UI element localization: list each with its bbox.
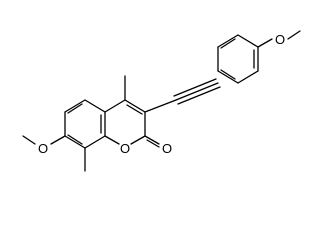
bond	[257, 38, 273, 48]
carbonyl-group: O	[144, 135, 172, 156]
bond	[84, 99, 106, 113]
double-bond-inner	[220, 69, 236, 80]
bond	[22, 135, 36, 145]
bond	[104, 135, 120, 145]
bond	[144, 99, 177, 113]
bond	[104, 99, 126, 113]
double-bond-inner	[67, 103, 83, 114]
oxygen-atom-label: O	[120, 141, 130, 156]
bond	[287, 30, 301, 40]
oxygen-atom-label: O	[162, 141, 172, 156]
double-bond-inner	[67, 134, 83, 145]
chemical-structure-diagram: O O O	[22, 30, 301, 172]
bond	[64, 99, 86, 113]
bond	[64, 135, 86, 149]
double-bond-outer	[146, 139, 160, 148]
bond	[50, 135, 66, 145]
bond	[124, 99, 146, 113]
bond	[237, 34, 259, 48]
bond	[84, 135, 106, 149]
oxygen-atom-label: O	[38, 141, 48, 156]
bond	[237, 70, 259, 84]
methoxyphenyl-ring	[217, 34, 259, 84]
pyranone-ring	[104, 99, 146, 145]
bond	[217, 34, 239, 48]
oxygen-atom-label: O	[275, 32, 285, 47]
methoxy-group-left: O	[22, 135, 66, 156]
methoxy-group-top: O	[257, 30, 301, 48]
double-bond-inner	[220, 38, 236, 49]
benzo-ring	[64, 99, 106, 149]
triple-bond-lower	[177, 86, 221, 105]
triple-bond-upper	[173, 78, 217, 97]
bond	[144, 135, 160, 145]
triple-bond-center	[175, 82, 219, 101]
alkyne-linker	[144, 78, 221, 113]
bond	[130, 135, 146, 145]
double-bond-inner	[126, 104, 143, 115]
bond	[217, 70, 239, 84]
